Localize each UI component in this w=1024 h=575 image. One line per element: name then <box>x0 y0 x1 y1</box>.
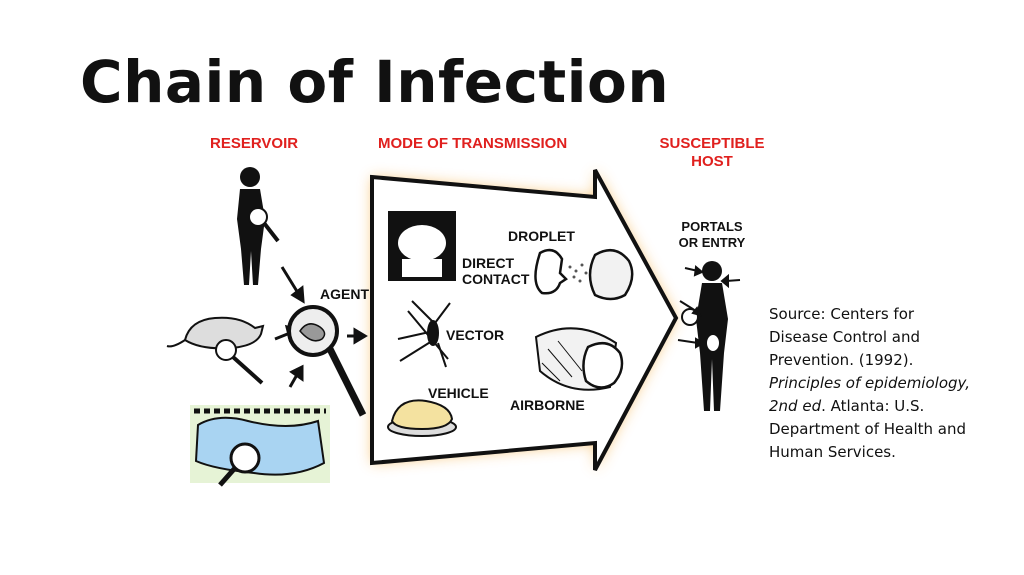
agent-magnifier-icon <box>287 305 367 417</box>
direct-contact-label-line1: DIRECT <box>462 255 515 271</box>
source-citation: Source: Centers for Disease Control and … <box>769 303 999 464</box>
portals-label-line2: OR ENTRY <box>679 235 746 250</box>
reservoir-environment-icon <box>190 405 330 487</box>
source-line: Principles of epidemiology, <box>769 374 970 392</box>
source-line: Disease Control and <box>769 328 920 346</box>
susceptible-heading-line2: HOST <box>691 153 733 170</box>
reservoir-human-icon <box>237 167 280 285</box>
vector-label: VECTOR <box>446 327 504 343</box>
airborne-icon <box>534 327 624 391</box>
vehicle-food-icon <box>387 399 457 437</box>
direct-contact-icon <box>388 211 456 281</box>
slide-title: Chain of Infection <box>80 48 670 116</box>
source-line: 2nd ed. Atlanta: U.S. <box>769 395 999 418</box>
direct-contact-label-line2: CONTACT <box>462 271 530 287</box>
vector-mosquito-icon <box>397 300 451 368</box>
mode-of-transmission-heading: MODE OF TRANSMISSION <box>378 135 567 152</box>
source-line: Prevention. (1992). <box>769 351 914 369</box>
portals-label-line1: PORTALS <box>681 219 742 234</box>
agent-label: AGENT <box>320 286 369 302</box>
airborne-label: AIRBORNE <box>510 397 585 413</box>
vehicle-label: VEHICLE <box>428 385 489 401</box>
susceptible-host-icon <box>681 261 728 411</box>
droplet-people-icon <box>534 248 634 301</box>
source-edition: 2nd ed <box>769 397 822 415</box>
reservoir-animal-icon <box>166 316 265 385</box>
droplet-label: DROPLET <box>508 228 575 244</box>
portals-arrows <box>677 265 741 349</box>
source-publisher: . Atlanta: U.S. <box>821 397 925 415</box>
chain-of-infection-diagram: RESERVOIR MODE OF TRANSMISSION SUSCEPTIB… <box>166 135 765 487</box>
source-line: Human Services. <box>769 443 896 461</box>
source-line: Source: Centers for <box>769 305 915 323</box>
source-line: Department of Health and <box>769 420 967 438</box>
reservoir-heading: RESERVOIR <box>210 135 298 152</box>
susceptible-heading-line1: SUSCEPTIBLE <box>659 135 764 152</box>
